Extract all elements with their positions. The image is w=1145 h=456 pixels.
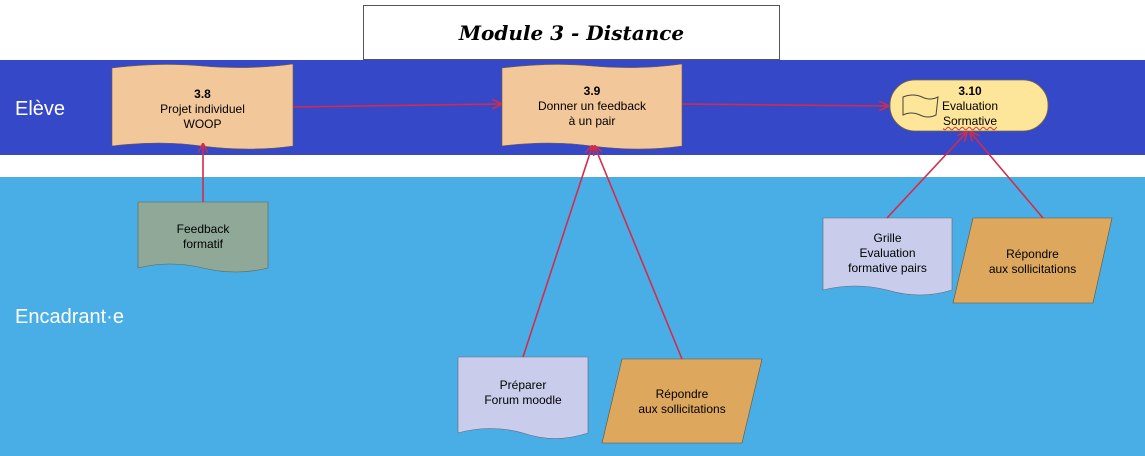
arrow-repondre1-to-3-9 <box>595 147 683 360</box>
evaluation-label: 3.10 Evaluation Sormative <box>930 84 1010 129</box>
grille-line3: formative pairs <box>848 261 927 275</box>
repondre-1-label: Répondre aux sollicitations <box>602 387 762 417</box>
repondre-2-shape <box>952 217 1113 304</box>
lane-label-eleve: Elève <box>15 98 66 120</box>
arrow-preparer-to-3-9 <box>522 147 592 358</box>
arrow-3-8-to-3-9 <box>292 104 500 107</box>
evaluation-line2: Sormative <box>942 114 998 128</box>
task-3-8-label: 3.8 Projet individuel WOOP <box>112 87 293 132</box>
task-3-8-shape <box>111 63 294 150</box>
grille-doc-label: Grille Evaluation formative pairs <box>823 231 952 276</box>
repondre-2-line2: aux sollicitations <box>988 262 1077 276</box>
task-3-9-label: 3.9 Donner un feedback à un pair <box>502 84 682 129</box>
feedback-doc-label: Feedback formatif <box>138 222 268 252</box>
task-3-9-line2: à un pair <box>568 114 616 128</box>
task-3-9-number: 3.9 <box>583 84 601 98</box>
grille-doc-shape <box>822 217 953 296</box>
page-title: Module 3 - Distance <box>363 5 780 60</box>
preparer-line1: Préparer <box>499 378 547 392</box>
flag-icon <box>902 94 939 118</box>
repondre-1-shape <box>601 358 763 444</box>
preparer-doc-shape <box>457 356 589 439</box>
task-3-9-shape <box>501 63 683 150</box>
task-3-8-line2: WOOP <box>183 117 222 131</box>
repondre-1-line2: aux sollicitations <box>638 402 726 416</box>
repondre-1-line1: Répondre <box>655 387 709 401</box>
feedback-line2: formatif <box>182 237 223 251</box>
task-3-9-line1: Donner un feedback <box>537 99 647 113</box>
preparer-line2: Forum moodle <box>484 393 562 407</box>
grille-line1: Grille <box>873 231 902 245</box>
arrow-3-9-to-3-10 <box>681 104 887 106</box>
feedback-line1: Feedback <box>176 222 230 236</box>
lane-gap <box>0 155 1145 177</box>
arrow-repondre2-to-3-10 <box>971 133 1044 219</box>
task-3-8-number: 3.8 <box>194 87 211 101</box>
task-3-8-line1: Projet individuel <box>160 102 245 116</box>
lane-label-encadrant: Encadrant·e <box>15 306 124 328</box>
arrow-grille-to-3-10 <box>886 133 966 219</box>
repondre-2-line1: Répondre <box>1006 247 1059 261</box>
feedback-doc-shape <box>137 201 269 273</box>
repondre-2-label: Répondre aux sollicitations <box>953 247 1112 277</box>
grille-line2: Evaluation <box>859 246 916 260</box>
evaluation-number: 3.10 <box>958 84 982 98</box>
preparer-doc-label: Préparer Forum moodle <box>458 378 588 408</box>
evaluation-line1: Evaluation <box>941 99 999 113</box>
